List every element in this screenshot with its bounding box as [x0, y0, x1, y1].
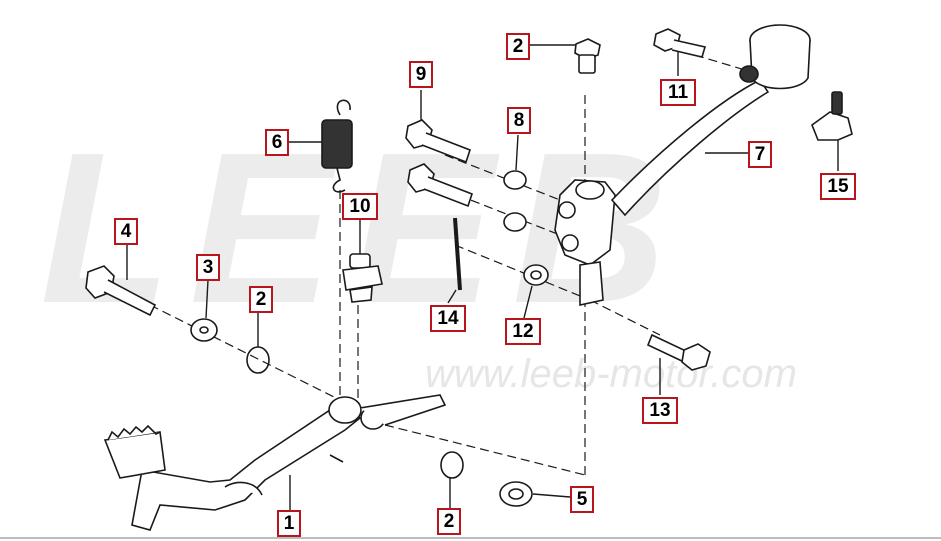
- callout-15: 15: [820, 173, 856, 200]
- part-13-bolt: [646, 333, 711, 371]
- part-6-return-spring: [321, 99, 353, 193]
- callout-1: 1: [277, 510, 301, 537]
- callout-13: 13: [642, 397, 678, 424]
- part-7-reservoir-hose: [610, 24, 811, 217]
- part-2-oring-lower: [440, 451, 464, 479]
- part-4-bolt: [85, 265, 157, 317]
- part-1-brake-pedal: [103, 394, 447, 531]
- callout-2-oring-left: 2: [249, 286, 273, 313]
- callout-14: 14: [430, 305, 466, 332]
- part-12-washer: [523, 264, 549, 286]
- part-2-oring-left: [246, 346, 270, 374]
- part-8-washer-upper: [503, 170, 527, 190]
- part-3-washer: [190, 318, 218, 342]
- part-11-bolt: [653, 28, 707, 58]
- callout-3: 3: [196, 254, 220, 281]
- part-10-fitting: [342, 253, 383, 303]
- part-5-bushing: [499, 481, 533, 507]
- part-2-top-bolt: [574, 38, 601, 74]
- part-9-bolts: [405, 119, 474, 208]
- bottom-border-line: [0, 537, 941, 539]
- part-15-clip: [811, 91, 853, 141]
- part-8-washer-lower: [503, 212, 527, 232]
- callout-9: 9: [409, 61, 433, 88]
- leeb-watermark-url: www.leeb-motor.com: [425, 352, 797, 396]
- master-cylinder-body: [554, 179, 616, 306]
- callout-5: 5: [570, 486, 594, 513]
- callout-4: 4: [114, 218, 138, 245]
- callout-11: 11: [660, 79, 696, 106]
- part-14-pin: [453, 217, 462, 291]
- callout-2-oring-lower: 2: [437, 508, 461, 535]
- callout-6: 6: [265, 129, 289, 156]
- callout-8: 8: [507, 107, 531, 134]
- callout-12: 12: [505, 318, 541, 345]
- callout-2-top-bolt: 2: [506, 33, 530, 60]
- callout-10: 10: [342, 193, 378, 220]
- callout-7: 7: [748, 141, 772, 168]
- leader-lines: [126, 44, 839, 510]
